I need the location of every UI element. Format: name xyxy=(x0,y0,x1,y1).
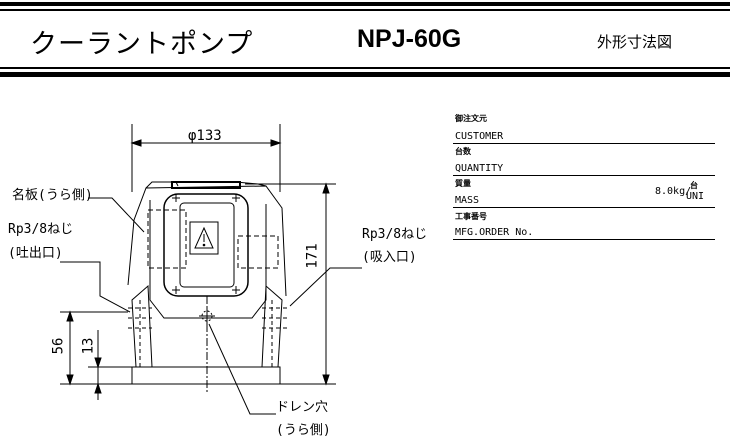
port-left-sub: (吐出口) xyxy=(8,246,63,261)
leg-left xyxy=(131,284,153,368)
order-no-line xyxy=(453,239,715,240)
model-number: NPJ-60G xyxy=(357,25,462,53)
drain-sub: (うら側) xyxy=(276,423,331,438)
width-arrow-right xyxy=(270,139,282,147)
side-hidden xyxy=(237,235,279,269)
dim13-arrow-top xyxy=(94,357,102,369)
height-arrow-bottom xyxy=(322,374,330,386)
quantity-jp-label: 台数 xyxy=(455,147,471,156)
header-top-rule-thick xyxy=(0,2,730,6)
mass-jp-label: 質量 xyxy=(455,179,471,188)
warning-triangle-icon xyxy=(194,226,214,249)
body-top-right xyxy=(235,181,267,187)
nameplate-hidden xyxy=(147,209,187,269)
quantity-line xyxy=(453,175,715,176)
body-inner-outline xyxy=(149,200,267,319)
port-left-label: Rp3/8ねじ xyxy=(8,222,74,237)
leg-right xyxy=(261,284,283,368)
mass-value: 8.0kg/ xyxy=(655,186,692,197)
port-right-leader xyxy=(289,267,362,307)
height-dim-text: 171 xyxy=(304,243,321,269)
motor-cover xyxy=(163,193,249,297)
order-note-label: 御注文元 xyxy=(455,114,487,123)
screw-marks xyxy=(172,194,240,294)
port-right-label: Rp3/8ねじ xyxy=(362,227,428,242)
customer-label: CUSTOMER xyxy=(455,131,504,142)
mass-unit-bottom: UNI xyxy=(686,191,705,202)
mass-unit-top: 台 xyxy=(690,181,698,190)
dim56-text: 56 xyxy=(50,337,67,355)
port-left-hidden xyxy=(128,307,152,329)
dim13-arrow-bottom xyxy=(94,382,102,394)
drain-label: ドレン穴 xyxy=(276,400,329,415)
width-dim-text: φ133 xyxy=(188,128,222,144)
dim56-arrow-top xyxy=(66,310,74,322)
body-top-left xyxy=(145,181,179,189)
order-no-jp-label: 工事番号 xyxy=(455,212,487,221)
drain-leader xyxy=(208,323,276,415)
nameplate-leader xyxy=(88,197,145,233)
width-arrow-left xyxy=(130,139,142,147)
dim13-text: 13 xyxy=(80,337,97,355)
nameplate-label: 名板(うら側) xyxy=(12,188,93,203)
port-left-leader xyxy=(60,261,131,313)
warning-label xyxy=(189,221,219,255)
mass-label: MASS xyxy=(455,195,480,206)
mass-line xyxy=(453,207,715,208)
pump-base xyxy=(131,366,281,385)
header-top-rule-thin xyxy=(0,9,730,11)
port-right-sub: (吸入口) xyxy=(362,250,417,265)
port-right-hidden xyxy=(262,307,288,329)
quantity-label: QUANTITY xyxy=(455,163,504,174)
header-bottom-rule-thin xyxy=(0,67,730,69)
page-title: クーラントポンプ xyxy=(30,29,254,60)
height-arrow-top xyxy=(322,182,330,194)
order-no-label: MFG.ORDER No. xyxy=(455,227,534,238)
body-top-cap xyxy=(171,181,241,189)
drawing-type: 外形寸法図 xyxy=(597,33,673,51)
dim56-arrow-bottom xyxy=(66,374,74,386)
customer-line xyxy=(453,143,715,144)
header-bottom-rule-thick xyxy=(0,72,730,77)
motor-cover-inner xyxy=(179,202,235,288)
